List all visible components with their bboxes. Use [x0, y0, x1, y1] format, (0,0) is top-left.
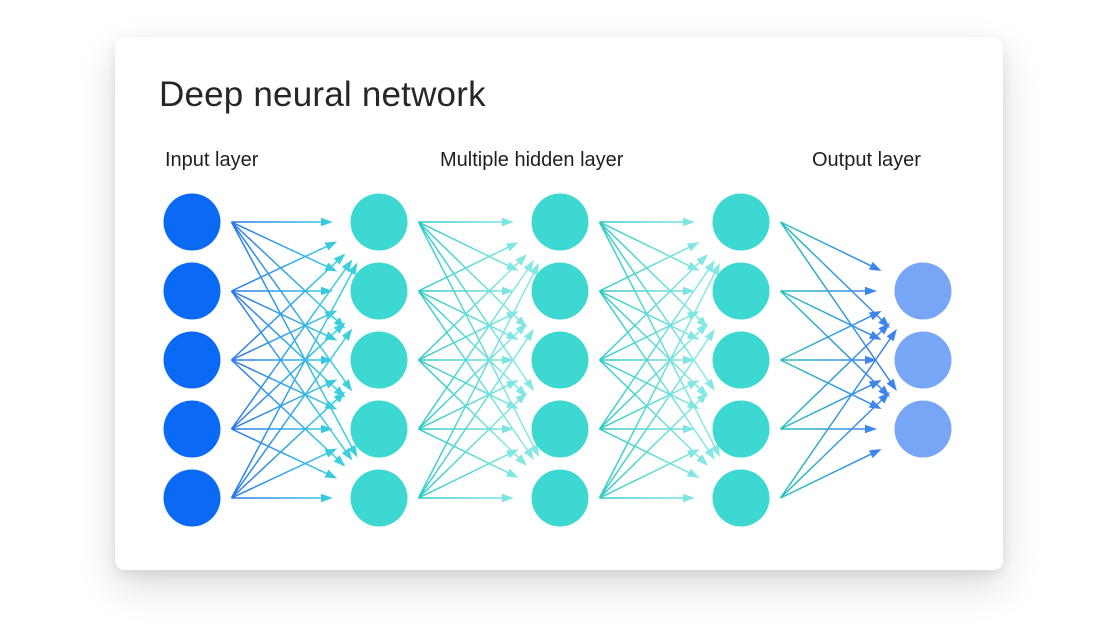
output-layer-label: Output layer — [812, 149, 921, 171]
input-layer-label: Input layer — [165, 149, 259, 171]
hidden-layer-label: Multiple hidden layer — [440, 149, 624, 171]
page-title: Deep neural network — [159, 75, 486, 114]
slide-card: Deep neural network Input layer Multiple… — [115, 37, 1003, 570]
